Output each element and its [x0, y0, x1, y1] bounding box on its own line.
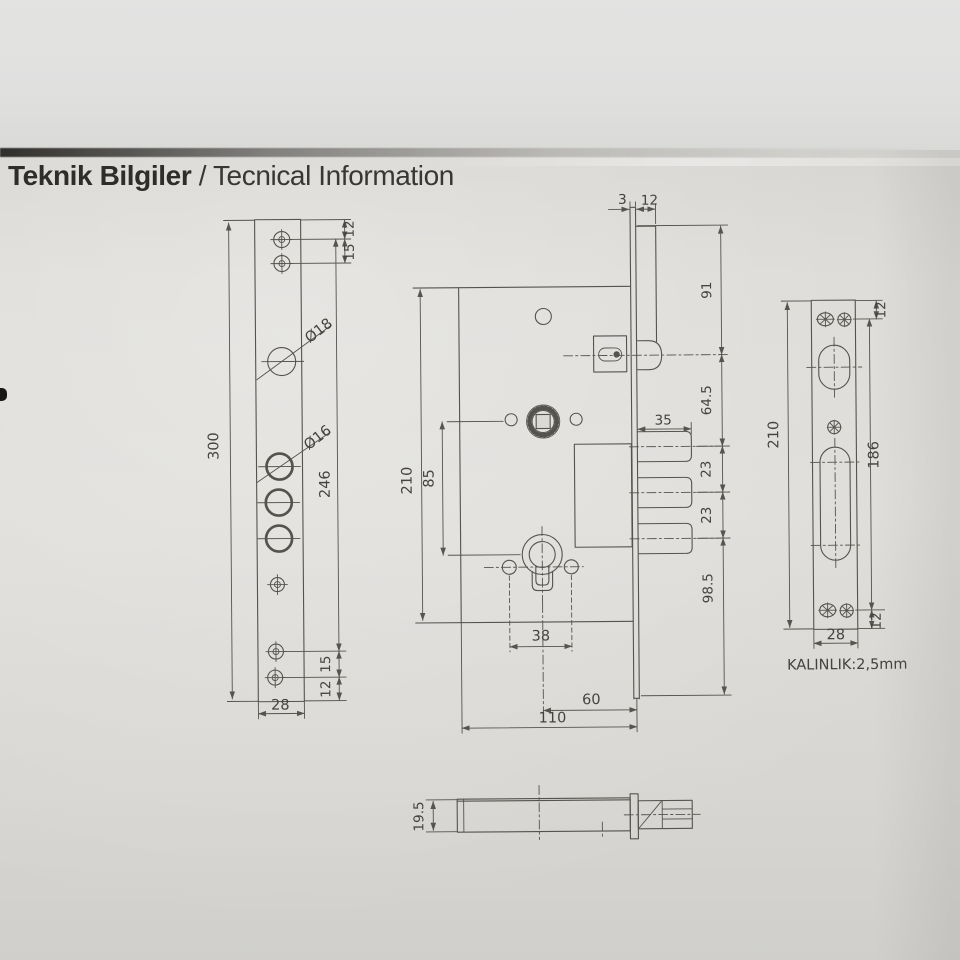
latch-assembly	[592, 335, 663, 373]
dim-64-5-line	[718, 354, 726, 447]
screw-hole-bottom-2	[264, 667, 286, 689]
deadbolt-housing	[573, 443, 633, 548]
strike-screws-bottom	[818, 602, 855, 619]
side-faceplate	[629, 793, 639, 840]
dim-label-246: 246	[318, 470, 334, 498]
dim-label-15-top: 15	[342, 243, 358, 260]
dim-label-23a: 23	[698, 461, 714, 478]
leader-line-16	[256, 431, 331, 484]
dim-186-line	[866, 318, 875, 611]
dim-label-15-bottom: 15	[318, 656, 334, 673]
page-edge-shadow	[0, 148, 960, 157]
dim-85-line	[439, 421, 446, 556]
faceplate-lip	[635, 225, 658, 343]
spindle-screw-hole-right	[569, 412, 583, 426]
dim-246-line	[333, 238, 342, 652]
title-turkish: Teknik Bilgiler	[8, 160, 192, 191]
dim-label-186: 186	[866, 441, 882, 469]
body-top-hole	[534, 307, 552, 326]
dim-label-12-bottom: 12	[318, 681, 334, 698]
hole-diameter-18	[256, 324, 332, 381]
dim-label-300: 300	[206, 432, 222, 460]
strike-screw-middle	[826, 419, 842, 435]
dim-label-23b: 23	[699, 507, 715, 524]
side-body-centerlines	[538, 785, 603, 840]
photo-top-band	[0, 0, 960, 150]
side-latch-centerline	[623, 813, 701, 816]
dim-19-5-extensions	[425, 799, 458, 833]
leader-line-18	[256, 324, 332, 381]
dim-right-extensions	[637, 224, 732, 697]
dim-label-38: 38	[532, 628, 551, 644]
strike-plate-outline	[810, 299, 859, 630]
screw-hole-bottom-1	[265, 641, 287, 663]
dim-3-12-extensions	[629, 201, 657, 225]
dim-38-extensions	[508, 574, 573, 653]
dim-label-98-5: 98.5	[700, 573, 716, 603]
latch-centerline	[563, 354, 730, 357]
dim-98-5-line	[720, 537, 728, 695]
dim-label-diameter-16: Ø16	[301, 423, 334, 454]
dim-210-strike-extensions	[780, 300, 815, 630]
lock-body-outline	[412, 285, 634, 624]
dim-label-3: 3	[618, 192, 627, 208]
dim-label-28-strike: 28	[827, 627, 846, 643]
strike-screws-top	[815, 311, 852, 328]
dim-label-12-strike-bottom: 12	[869, 612, 885, 629]
latch-opening-centerlines	[806, 336, 863, 398]
dim-bottom-extension-lines	[282, 650, 347, 702]
screw-hole-middle	[266, 574, 288, 596]
front-plate-outline	[254, 218, 305, 703]
scan-artifact-notch	[0, 388, 7, 401]
dim-label-60: 60	[582, 692, 601, 708]
dim-label-85: 85	[422, 469, 438, 488]
dim-91-line	[717, 225, 725, 356]
dim-210-body-line	[417, 289, 426, 621]
side-body-top-edge	[456, 799, 631, 802]
strike-plate-view: 210 12	[766, 299, 908, 674]
dim-label-12-strike-top: 12	[873, 301, 889, 318]
dim-label-12-lip: 12	[641, 193, 658, 209]
cylinder-centerlines	[483, 526, 584, 604]
page-title: Teknik Bilgiler / Tecnical Information	[8, 160, 454, 192]
spindle-square-hole	[535, 413, 551, 430]
dim-label-12-top: 12	[342, 220, 358, 237]
dim-label-diameter-18: Ø18	[302, 316, 335, 347]
dim-label-91: 91	[699, 282, 715, 299]
front-plate-view: 300 12 15 Ø18	[206, 218, 358, 720]
thickness-note: KALINLIK:2,5mm	[787, 657, 908, 674]
spindle-screw-hole-left	[504, 413, 518, 427]
spindle-hub	[526, 404, 561, 439]
side-profile-view: 19.5	[411, 785, 701, 840]
dim-300-line	[225, 222, 236, 700]
dim-label-19-5: 19.5	[411, 801, 427, 831]
dim-85-bottom-extension	[447, 554, 521, 556]
cylinder-screw-hole-right	[563, 559, 579, 575]
side-body-outline	[456, 797, 631, 833]
dim-label-28: 28	[271, 698, 290, 714]
dim-60-line	[542, 707, 638, 714]
dim-label-110: 110	[539, 710, 567, 726]
dim-label-64-5: 64.5	[699, 385, 715, 415]
dim-300-extension-lines	[223, 219, 259, 702]
page-edge-highlight	[0, 158, 960, 166]
dim-210-strike-line	[784, 302, 793, 629]
hole-diameter-16-group	[256, 431, 331, 553]
cylinder-screw-hole-left	[501, 559, 517, 575]
dim-label-210-body: 210	[400, 467, 416, 495]
dim-60-centerline-extension	[542, 603, 544, 716]
title-english: / Tecnical Information	[191, 160, 455, 191]
lock-body-view: 3 12	[400, 192, 732, 734]
deadbolt-opening-centerlines	[810, 437, 861, 570]
dim-label-35: 35	[655, 412, 672, 428]
dim-label-210-strike: 210	[766, 421, 782, 449]
dim-110-line	[461, 724, 638, 731]
